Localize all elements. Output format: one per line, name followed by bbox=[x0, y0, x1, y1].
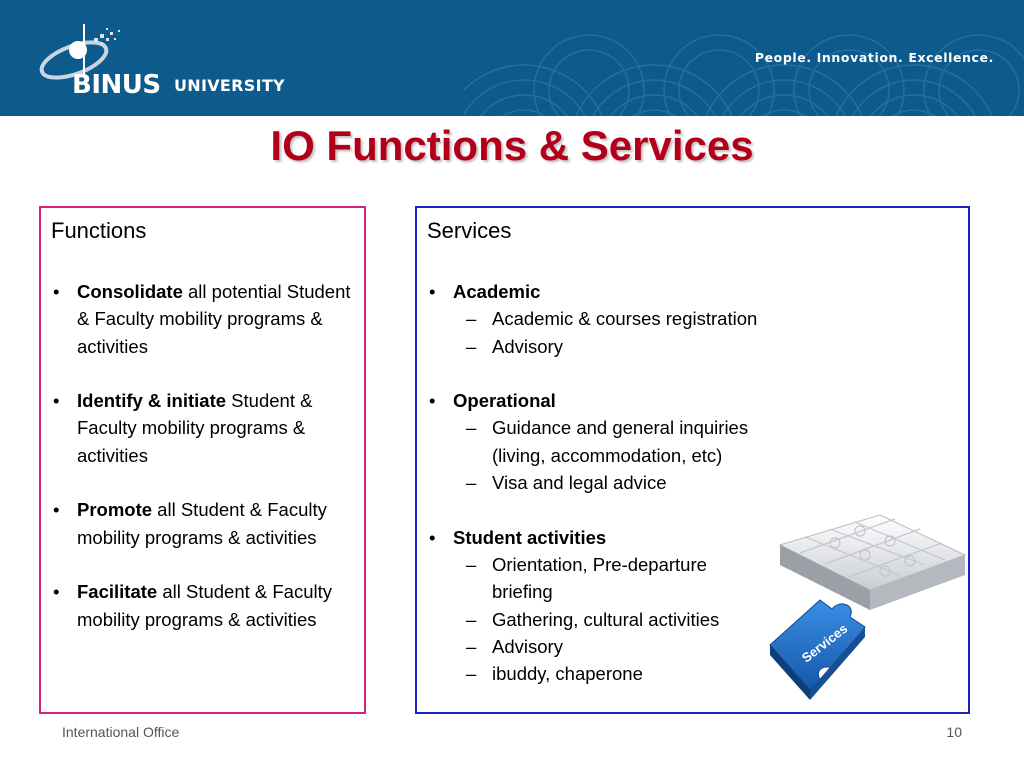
list-item: Academic Academic & courses registration… bbox=[427, 278, 772, 360]
functions-panel: Functions Consolidate all potential Stud… bbox=[39, 206, 366, 714]
sub-item: ibuddy, chaperone bbox=[453, 660, 772, 688]
item-keyword: Promote bbox=[77, 499, 153, 521]
item-keyword: Identify & initiate bbox=[77, 390, 227, 412]
logo-university-text: UNIVERSITY bbox=[174, 76, 285, 95]
item-keyword: Facilitate bbox=[77, 581, 158, 603]
list-item: Facilitate all Student & Faculty mobilit… bbox=[51, 578, 356, 633]
list-item: Identify & initiate Student & Faculty mo… bbox=[51, 387, 356, 469]
functions-list: Consolidate all potential Student & Facu… bbox=[51, 278, 356, 660]
item-keyword: Consolidate bbox=[77, 281, 183, 302]
group-label: Operational bbox=[453, 390, 556, 412]
list-item: Operational Guidance and general inquiri… bbox=[427, 387, 772, 496]
item-text: all Student & Faculty mobility programs … bbox=[77, 581, 333, 630]
services-panel: Services Academic Academic & courses reg… bbox=[415, 206, 970, 714]
blue-puzzle-piece-icon: Services bbox=[769, 599, 866, 700]
sub-list: Guidance and general inquiries (living, … bbox=[453, 414, 772, 496]
footer-org: International Office bbox=[62, 724, 180, 740]
services-heading: Services bbox=[427, 218, 512, 243]
functions-heading: Functions bbox=[51, 218, 147, 243]
sub-item: Gathering, cultural activities bbox=[453, 606, 772, 634]
sub-list: Academic & courses registration Advisory bbox=[453, 305, 772, 360]
sub-item: Orientation, Pre-departure briefing bbox=[453, 551, 772, 606]
slide-title: IO Functions & Services bbox=[270, 122, 754, 169]
binus-logo[interactable]: BINUS UNIVERSITY bbox=[22, 14, 312, 104]
services-list: Academic Academic & courses registration… bbox=[427, 278, 772, 715]
white-puzzle-icon bbox=[778, 514, 967, 610]
sub-list: Orientation, Pre-departure briefing Gath… bbox=[453, 551, 772, 688]
item-text: all Student & Faculty mobility programs … bbox=[77, 499, 327, 548]
decorative-arcs bbox=[464, 34, 1024, 116]
sub-item: Advisory bbox=[453, 333, 772, 361]
item-text: Student & Faculty mobility programs & ac… bbox=[77, 390, 313, 466]
header-banner: BINUS UNIVERSITY People. Innovation. Exc… bbox=[0, 0, 1024, 116]
logo-mark-icon bbox=[39, 24, 120, 80]
sub-item: Advisory bbox=[453, 633, 772, 661]
sub-item: Guidance and general inquiries (living, … bbox=[453, 414, 772, 469]
list-item: Promote all Student & Faculty mobility p… bbox=[51, 496, 356, 551]
page-number: 10 bbox=[946, 724, 962, 740]
list-item: Consolidate all potential Student & Facu… bbox=[51, 278, 356, 360]
sub-item: Academic & courses registration bbox=[453, 305, 772, 333]
logo-brand-text: BINUS bbox=[72, 70, 161, 100]
list-item: Student activities Orientation, Pre-depa… bbox=[427, 524, 772, 688]
group-label: Student activities bbox=[453, 526, 607, 548]
sub-item: Visa and legal advice bbox=[453, 469, 772, 497]
puzzle-illustration: Services bbox=[769, 514, 967, 700]
tagline: People. Innovation. Excellence. bbox=[754, 50, 994, 65]
group-label: Academic bbox=[453, 281, 541, 302]
item-text: all potential Student & Faculty mobility… bbox=[77, 281, 351, 357]
